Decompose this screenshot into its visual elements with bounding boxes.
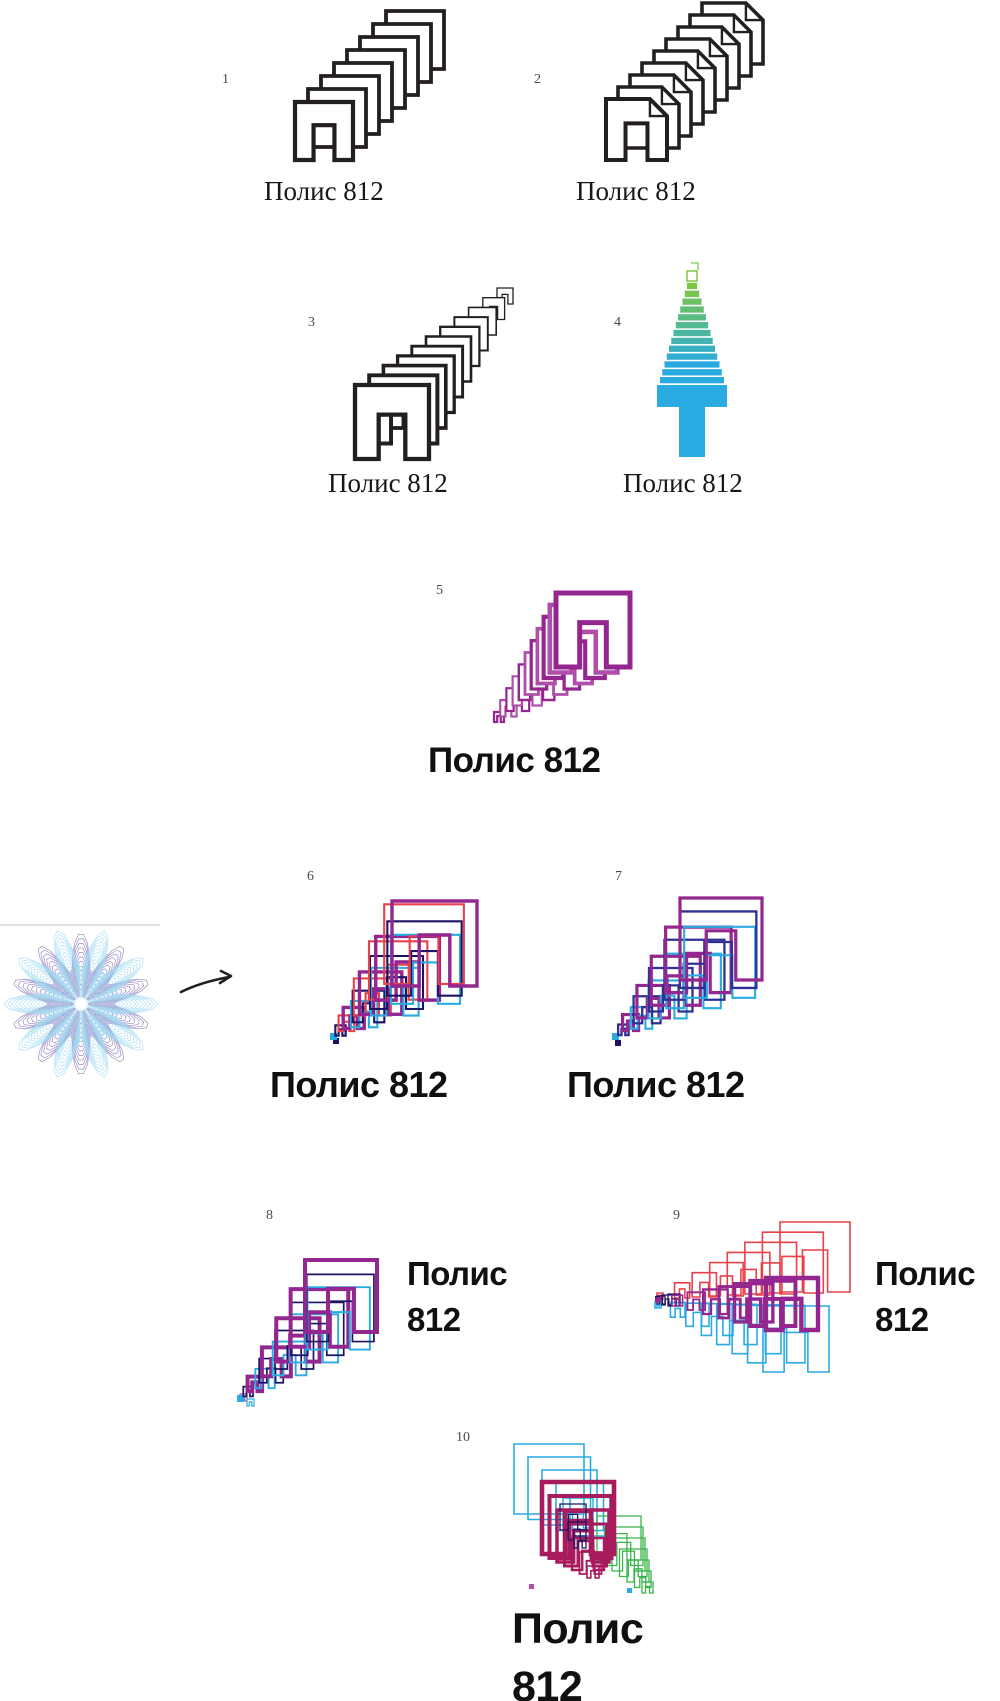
hand-drawn-right-arrow-icon (179, 969, 233, 994)
variant-label-1: Полис 812 (264, 176, 384, 206)
variant-label-3: Полис 812 (328, 468, 448, 498)
perspective-arch-stack-outline-icon (352, 287, 514, 462)
variant-number-9: 9 (673, 1208, 680, 1223)
variant-label-8-line2: 812 (407, 1301, 461, 1338)
stacked-arch-squares-outline-icon (292, 9, 446, 163)
variant-number-3: 3 (308, 315, 315, 330)
variant-number-10: 10 (456, 1430, 470, 1445)
multicolor-arch-cascade-icon (329, 899, 479, 1044)
variant-label-10-line2: 812 (512, 1663, 583, 1701)
variant-number-1: 1 (222, 72, 229, 87)
variant-label-4: Полис 812 (623, 468, 743, 498)
descending-multicolor-arch-stack-icon (513, 1443, 654, 1594)
variant-number-5: 5 (436, 583, 443, 598)
guilloche-rosette-icon (0, 924, 160, 1078)
variant-label-5: Полис 812 (428, 741, 601, 780)
variant-label-9-line1: Полис (875, 1255, 976, 1292)
variant-label-6: Полис 812 (270, 1064, 448, 1105)
variant-number-8: 8 (266, 1208, 273, 1223)
horizontal-arch-fan-icon (654, 1221, 851, 1373)
variant-label-8-line1: Полис (407, 1255, 508, 1292)
purple-cyan-arch-cascade-icon (611, 896, 764, 1046)
variant-label-10: Полис 812 (512, 1600, 644, 1701)
variant-label-9: Полис 812 (875, 1251, 976, 1343)
variant-label-8: Полис 812 (407, 1251, 508, 1343)
variant-label-9-line2: 812 (875, 1301, 929, 1338)
variant-number-6: 6 (307, 869, 314, 884)
purple-arch-cascade-icon (492, 590, 633, 724)
variant-label-2: Полис 812 (576, 176, 696, 206)
variant-label-7: Полис 812 (567, 1064, 745, 1105)
stacked-dogear-pages-outline-icon (603, 1, 765, 163)
purple-cyan-cascade-icon (237, 1257, 379, 1407)
variant-number-7: 7 (615, 869, 622, 884)
variant-label-10-line1: Полис (512, 1605, 644, 1653)
gradient-bar-pyramid-arch-icon (657, 262, 727, 457)
variant-number-4: 4 (614, 315, 621, 330)
variant-number-2: 2 (534, 72, 541, 87)
